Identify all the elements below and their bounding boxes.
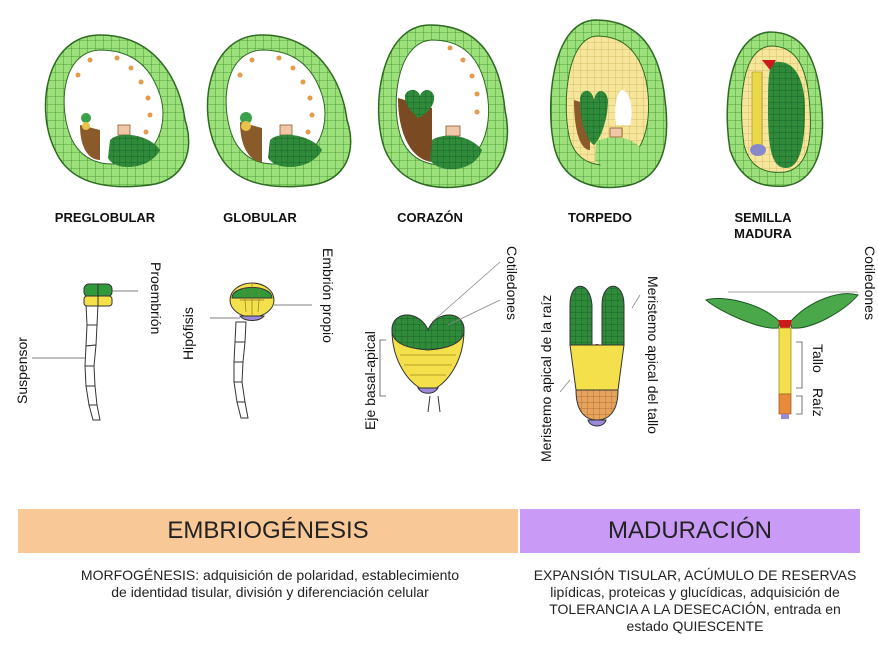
stage-label-corazon: CORAZÓN (375, 210, 485, 226)
label-meristemo-raiz: Meristemo apical de la raíz (538, 295, 554, 462)
label-hipofisis: Hipófisis (180, 307, 196, 360)
phase-title-embriogenesis: EMBRIOGÉNESIS (167, 517, 368, 545)
stage-label-torpedo: TORPEDO (545, 210, 655, 226)
embryo-globular (210, 283, 312, 418)
label-tallo: Tallo (810, 344, 826, 373)
phase-band-maduracion: MADURACIÓN (520, 509, 860, 553)
label-raiz: Raíz (810, 388, 826, 417)
stage-label-globular: GLOBULAR (200, 210, 320, 226)
phase-title-maduracion: MADURACIÓN (608, 517, 772, 545)
label-meristemo-tallo: Meristemo apical del tallo (645, 276, 661, 434)
embryo-torpedo (560, 286, 640, 426)
label-cotiledones-corazon: Cotiledones (504, 246, 520, 320)
phase-description-embriogenesis: MORFOGÉNESIS: adquisición de polaridad, … (75, 567, 465, 601)
seed-preglobular (45, 35, 188, 187)
seed-semilla-madura (727, 32, 822, 186)
label-cotiledones-semilla: Cotiledones (862, 246, 878, 320)
phase-band-embriogenesis: EMBRIOGÉNESIS (18, 509, 518, 553)
seed-torpedo (551, 20, 667, 187)
stage-label-semilla-madura: SEMILLA MADURA (723, 210, 803, 242)
embryo-semilla-madura (706, 292, 858, 419)
seed-globular (207, 35, 350, 187)
embryo-corazon (380, 262, 500, 412)
label-suspensor: Suspensor (14, 337, 30, 404)
stage-label-preglobular: PREGLOBULAR (30, 210, 180, 226)
label-embrion-propio: Embrión propio (320, 248, 336, 343)
label-eje-basal-apical: Eje basal-apical (362, 331, 378, 430)
phase-description-maduracion: EXPANSIÓN TISULAR, ACÚMULO DE RESERVAS l… (530, 567, 860, 635)
label-proembrion: Proembrión (148, 262, 164, 334)
embryo-preglobular (32, 284, 138, 420)
seed-corazon (379, 25, 508, 187)
